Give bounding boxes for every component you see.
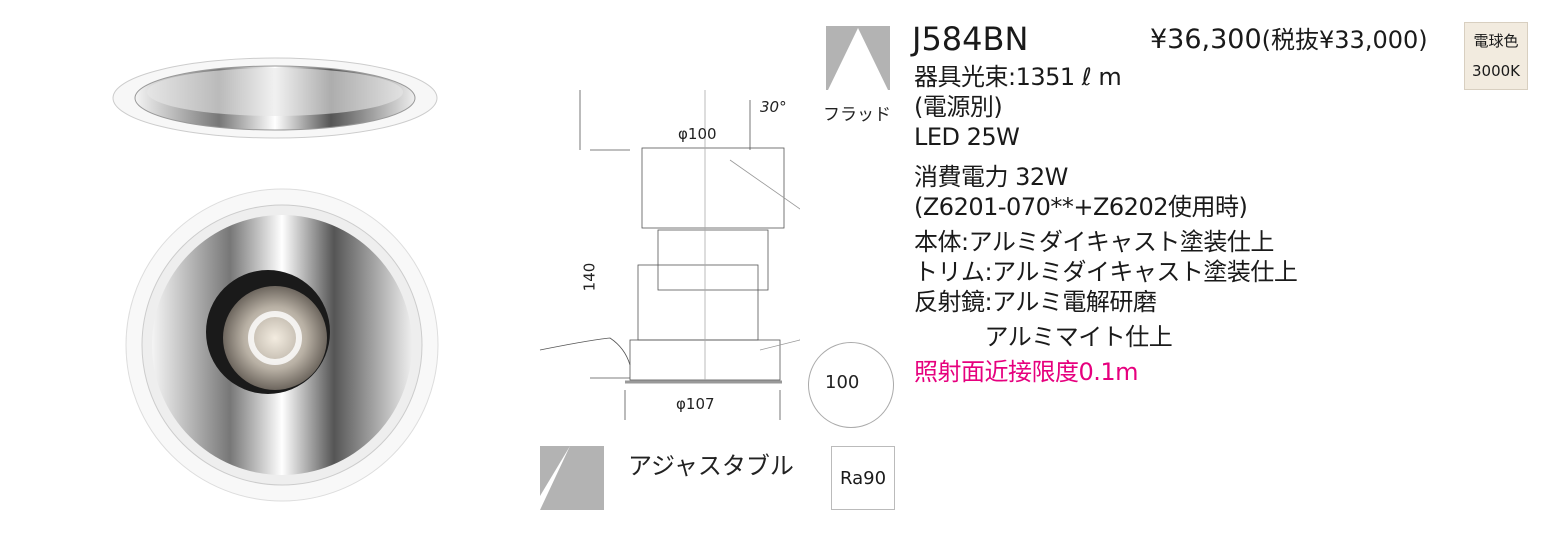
price-without-tax: (税抜¥33,000)	[1261, 26, 1428, 54]
spec-power-consumption: 消費電力 32W	[914, 163, 1068, 191]
price-with-tax: ¥36,300	[1150, 24, 1262, 55]
spec-reflector-finish: アルミマイト仕上	[914, 323, 1173, 351]
spec-power-condition: (Z6201-070**+Z6202使用時)	[914, 193, 1248, 221]
spec-reflector: 反射鏡:アルミ電解研磨	[914, 288, 1157, 316]
model-number: J584BN	[912, 20, 1029, 58]
bottom-width-dimension: φ107	[676, 395, 715, 413]
cutout-dimension: 100	[825, 372, 860, 393]
adjustable-icon	[540, 446, 604, 510]
height-dimension: 140	[580, 262, 599, 292]
spec-led: LED 25W	[914, 123, 1020, 151]
spec-power-supply: (電源別)	[914, 93, 1003, 121]
product-photo	[112, 57, 439, 502]
badge-line-1: 電球色	[1473, 32, 1519, 50]
dimension-drawing	[539, 90, 800, 420]
top-width-dimension: φ100	[678, 125, 717, 143]
cutout-circle	[808, 342, 894, 428]
type-label: アジャスタブル	[628, 452, 794, 480]
badge-line-2: 3000K	[1471, 62, 1520, 80]
price: ¥36,300(税抜¥33,000)	[1150, 20, 1428, 55]
angle-label: 30°	[760, 98, 787, 116]
color-temperature-badge: 電球色 3000K	[1464, 22, 1528, 90]
beam-label: フラッド	[823, 105, 891, 125]
spec-body: 本体:アルミダイキャスト塗装仕上	[914, 228, 1274, 256]
flood-beam-icon	[826, 26, 890, 90]
spec-luminous-flux: 器具光束:1351 ℓ m	[914, 63, 1122, 91]
ra-badge: Ra90	[831, 446, 895, 510]
spec-trim: トリム:アルミダイキャスト塗装仕上	[914, 258, 1298, 286]
proximity-limit-note: 照射面近接限度0.1m	[914, 358, 1139, 386]
